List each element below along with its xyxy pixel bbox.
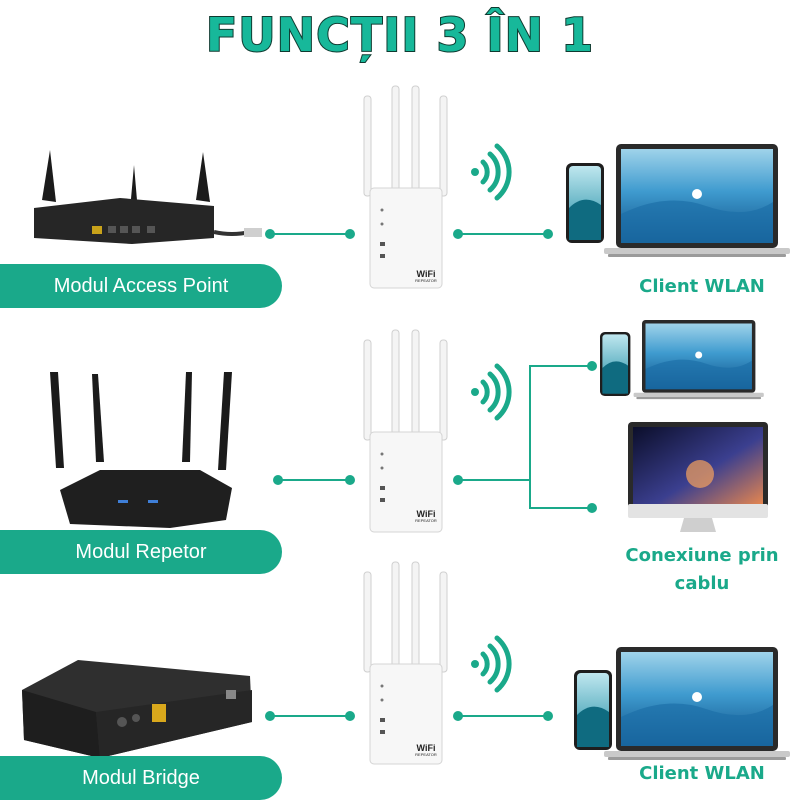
laptop-icon-bridge (604, 647, 790, 760)
phone-icon-ap (566, 163, 604, 243)
device-label-ap: WiFi REPEATOR (406, 270, 446, 283)
device-label-bridge: WiFi REPEATOR (406, 744, 446, 757)
device-label-line2: REPEATOR (415, 752, 437, 757)
repeater-icon-ap (363, 85, 448, 289)
repeater-icon-repeater (363, 329, 448, 533)
laptop-icon-ap (604, 144, 790, 257)
result-label-bridge: Client WLAN (639, 763, 765, 784)
laptop-icon-repeater (633, 320, 764, 400)
phone-icon-repeater (600, 332, 631, 396)
device-label-repeater: WiFi REPEATOR (406, 510, 446, 523)
wifi-signal-icon-bridge (471, 638, 509, 690)
repeater-icon-bridge (363, 561, 448, 765)
result-label-repeater-line1: Conexiune prin (625, 545, 779, 566)
mode-label-access-point: Modul Access Point (0, 264, 282, 308)
mode-label-bridge: Modul Bridge (0, 756, 282, 800)
result-label-repeater: Conexiune prin cablu (612, 542, 792, 598)
result-label-repeater-line2: cablu (674, 573, 730, 594)
device-label-line1: WiFi (416, 269, 436, 279)
desktop-icon (628, 422, 768, 532)
wifi-signal-icon-repeater (471, 366, 509, 418)
device-label-line2: REPEATOR (415, 278, 437, 283)
modem-icon (22, 660, 252, 758)
page-title: FUNCȚII 3 ÎN 1 (205, 7, 595, 63)
device-label-line1: WiFi (416, 509, 436, 519)
router-icon-repeater (50, 372, 232, 528)
router-icon-ap (34, 150, 262, 244)
result-label-access-point: Client WLAN (639, 276, 765, 297)
device-label-line1: WiFi (416, 743, 436, 753)
phone-icon-bridge (574, 670, 612, 750)
wifi-signal-icon-ap (471, 146, 509, 198)
mode-label-repeater: Modul Repetor (0, 530, 282, 574)
device-label-line2: REPEATOR (415, 518, 437, 523)
